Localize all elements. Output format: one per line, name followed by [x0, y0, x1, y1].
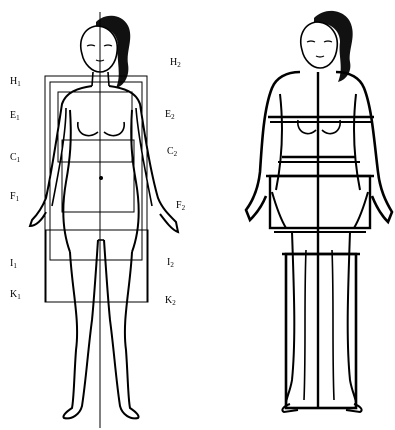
left-torso	[63, 110, 138, 252]
label-f1: F1	[10, 191, 20, 203]
labels: H1 H2 E1 E2 C1 C2 F1 F2 I1 I2 K1 K2	[10, 57, 186, 307]
right-head	[301, 22, 338, 68]
left-legs	[63, 240, 138, 418]
label-k2: K2	[165, 295, 176, 307]
right-figure	[246, 11, 392, 412]
label-h1: H1	[10, 76, 21, 88]
rect-e	[50, 82, 142, 260]
label-e2: E2	[165, 109, 175, 121]
label-f2: F2	[176, 200, 186, 212]
label-e1: E1	[10, 110, 20, 122]
rect-f	[62, 140, 134, 212]
label-c1: C1	[10, 152, 21, 164]
left-head	[81, 26, 118, 72]
left-figure	[30, 12, 178, 428]
right-leg-block	[286, 254, 356, 408]
label-i1: I1	[10, 258, 17, 270]
label-c2: C2	[167, 146, 178, 158]
label-i2: I2	[167, 257, 174, 269]
label-h2: H2	[170, 57, 181, 69]
label-k1: K1	[10, 289, 21, 301]
right-hip-block	[270, 176, 370, 228]
